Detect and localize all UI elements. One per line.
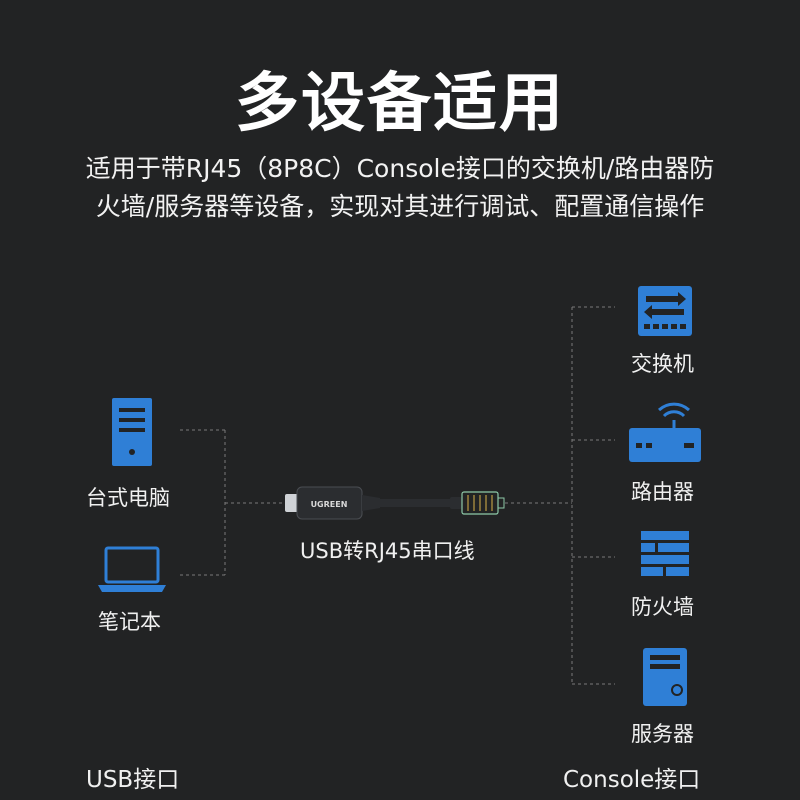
router-label: 路由器 — [631, 480, 694, 504]
cable-brand-text: UGREEN — [311, 500, 348, 509]
desktop-tower-icon — [112, 398, 152, 466]
connector-lines — [180, 306, 615, 685]
console-port-label: Console接口 — [563, 767, 701, 793]
firewall-label: 防火墙 — [631, 595, 694, 619]
laptop-label: 笔记本 — [98, 610, 161, 634]
switch-label: 交换机 — [631, 352, 694, 376]
router-icon — [629, 402, 701, 462]
usb-port-label: USB接口 — [86, 767, 180, 793]
subtitle: 适用于带RJ45（8P8C）Console接口的交换机/路由器防 火墙/服务器等… — [40, 150, 760, 226]
page-title: 多设备适用 — [235, 67, 565, 141]
desktop-label: 台式电脑 — [86, 486, 170, 510]
usb-rj45-cable: UGREEN — [285, 486, 505, 520]
laptop-icon — [98, 546, 166, 592]
cable-label: USB转RJ45串口线 — [300, 539, 475, 563]
server-icon — [643, 648, 687, 706]
server-label: 服务器 — [631, 722, 694, 746]
switch-icon — [638, 286, 692, 336]
subtitle-line-1: 适用于带RJ45（8P8C）Console接口的交换机/路由器防 — [85, 154, 715, 183]
subtitle-line-2: 火墙/服务器等设备，实现对其进行调试、配置通信操作 — [95, 192, 705, 221]
firewall-icon — [641, 531, 689, 576]
